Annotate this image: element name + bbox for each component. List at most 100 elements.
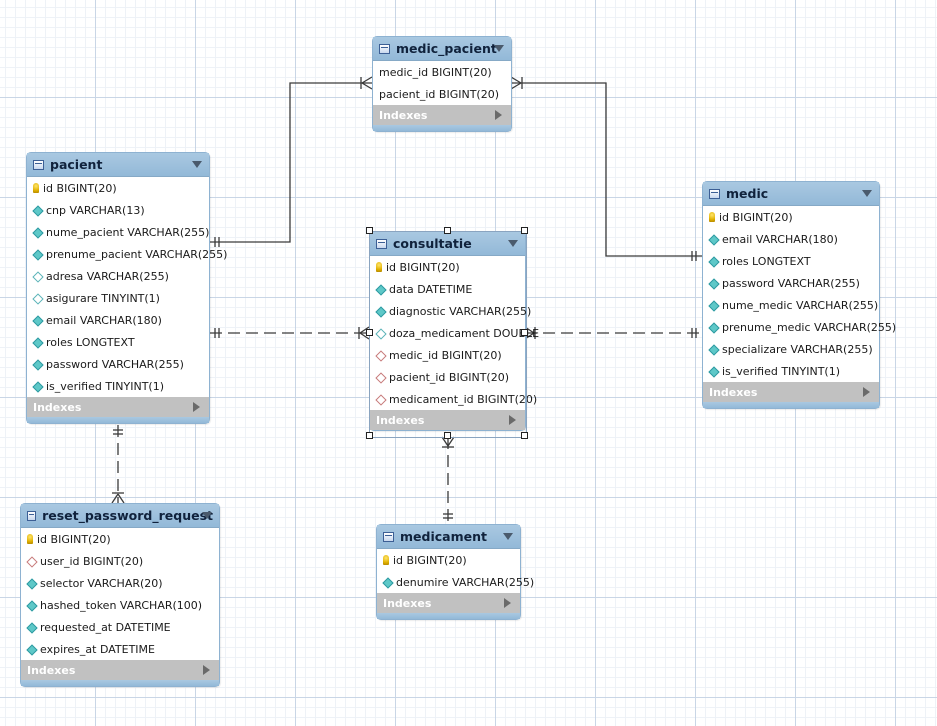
not-null-column-icon [709, 279, 718, 288]
resize-handle-left[interactable] [366, 329, 373, 336]
column-label: is_verified TINYINT(1) [46, 379, 165, 393]
not-null-column-icon [27, 645, 36, 654]
indexes-section[interactable]: Indexes [703, 382, 879, 402]
column-row[interactable]: expires_at DATETIME [21, 638, 219, 660]
column-row[interactable]: password VARCHAR(255) [703, 272, 879, 294]
primary-key-icon [709, 212, 715, 222]
column-row[interactable]: nume_medic VARCHAR(255) [703, 294, 879, 316]
column-row[interactable]: data DATETIME [370, 278, 525, 300]
relationship-pacient-reset-password-request[interactable] [111, 425, 125, 504]
column-label: expires_at DATETIME [40, 642, 155, 656]
column-row[interactable]: roles LONGTEXT [703, 250, 879, 272]
table-title: consultatie [393, 236, 472, 251]
column-row[interactable]: cnp VARCHAR(13) [27, 199, 209, 221]
collapse-arrow-icon[interactable] [202, 512, 212, 519]
resize-handle-top-left[interactable] [366, 227, 373, 234]
column-row[interactable]: pacient_id BIGINT(20) [373, 83, 511, 105]
not-null-column-icon [33, 316, 42, 325]
indexes-section[interactable]: Indexes [27, 397, 209, 417]
column-row[interactable]: specializare VARCHAR(255) [703, 338, 879, 360]
table-header[interactable]: medic_pacient [373, 37, 511, 61]
column-row[interactable]: medicament_id BIGINT(20) [370, 388, 537, 410]
column-row[interactable]: prenume_medic VARCHAR(255) [703, 316, 896, 338]
column-row[interactable]: password VARCHAR(255) [27, 353, 209, 375]
relationship-medicament-consultatie[interactable] [441, 436, 455, 524]
column-label: medicament_id BIGINT(20) [389, 392, 538, 406]
column-row[interactable]: diagnostic VARCHAR(255) [370, 300, 531, 322]
nullable-column-icon [33, 294, 42, 303]
column-row[interactable]: pacient_id BIGINT(20) [370, 366, 525, 388]
column-label: data DATETIME [389, 282, 473, 296]
table-medicament[interactable]: medicament id BIGINT(20) denumire VARCHA… [376, 524, 534, 620]
table-medic[interactable]: medic id BIGINT(20) email VARCHAR(180) r… [702, 181, 896, 409]
expand-arrow-icon[interactable] [504, 598, 511, 608]
collapse-arrow-icon[interactable] [508, 240, 518, 247]
expand-arrow-icon[interactable] [509, 415, 516, 425]
column-row[interactable]: id BIGINT(20) [703, 206, 879, 228]
column-row[interactable]: is_verified TINYINT(1) [27, 375, 209, 397]
column-row[interactable]: asigurare TINYINT(1) [27, 287, 209, 309]
table-header[interactable]: consultatie [370, 232, 525, 256]
column-row[interactable]: medic_id BIGINT(20) [373, 61, 511, 83]
indexes-section[interactable]: Indexes [370, 410, 525, 430]
relationship-pacient-consultatie[interactable] [210, 326, 370, 340]
collapse-arrow-icon[interactable] [192, 161, 202, 168]
resize-handle-bottom-right[interactable] [521, 432, 528, 439]
indexes-section[interactable]: Indexes [21, 660, 219, 680]
collapse-arrow-icon[interactable] [503, 533, 513, 540]
column-row[interactable]: doza_medicament DOUBLE [370, 322, 539, 344]
column-row[interactable]: id BIGINT(20) [21, 528, 219, 550]
column-row[interactable]: email VARCHAR(180) [27, 309, 209, 331]
relationship-pacient-medic-pacient[interactable] [210, 76, 373, 247]
indexes-section[interactable]: Indexes [377, 593, 520, 613]
table-header[interactable]: medicament [377, 525, 520, 549]
column-label: is_verified TINYINT(1) [722, 364, 841, 378]
table-reset-password-request[interactable]: reset_password_request id BIGINT(20) use… [20, 503, 220, 687]
primary-key-icon [33, 183, 39, 193]
expand-arrow-icon[interactable] [495, 110, 502, 120]
resize-handle-bottom[interactable] [444, 432, 451, 439]
column-row[interactable]: denumire VARCHAR(255) [377, 571, 534, 593]
column-row[interactable]: id BIGINT(20) [27, 177, 209, 199]
column-row[interactable]: selector VARCHAR(20) [21, 572, 219, 594]
table-pacient[interactable]: pacient id BIGINT(20) cnp VARCHAR(13) nu… [26, 152, 227, 424]
expand-arrow-icon[interactable] [193, 402, 200, 412]
collapse-arrow-icon[interactable] [862, 190, 872, 197]
column-row[interactable]: nume_pacient VARCHAR(255) [27, 221, 209, 243]
resize-handle-bottom-left[interactable] [366, 432, 373, 439]
column-row[interactable]: id BIGINT(20) [377, 549, 520, 571]
resize-handle-top[interactable] [444, 227, 451, 234]
column-row[interactable]: id BIGINT(20) [370, 256, 525, 278]
relationship-medic-consultatie[interactable] [524, 326, 702, 340]
column-row[interactable]: roles LONGTEXT [27, 331, 209, 353]
column-row[interactable]: is_verified TINYINT(1) [703, 360, 879, 382]
column-row[interactable]: medic_id BIGINT(20) [370, 344, 525, 366]
column-row[interactable]: email VARCHAR(180) [703, 228, 879, 250]
table-consultatie[interactable]: consultatie id BIGINT(20) data DATETIME … [369, 231, 539, 431]
column-label: email VARCHAR(180) [722, 232, 838, 246]
table-medic-pacient[interactable]: medic_pacient medic_id BIGINT(20) pacien… [372, 36, 512, 132]
column-label: requested_at DATETIME [40, 620, 171, 634]
expand-arrow-icon[interactable] [203, 665, 210, 675]
column-row[interactable]: user_id BIGINT(20) [21, 550, 219, 572]
column-row[interactable]: prenume_pacient VARCHAR(255) [27, 243, 227, 265]
relationship-medic-medic-pacient[interactable] [510, 76, 702, 261]
table-header[interactable]: medic [703, 182, 879, 206]
column-row[interactable]: requested_at DATETIME [21, 616, 219, 638]
column-row[interactable]: hashed_token VARCHAR(100) [21, 594, 219, 616]
indexes-label: Indexes [379, 108, 428, 122]
table-header[interactable]: reset_password_request [21, 504, 219, 528]
resize-handle-right[interactable] [521, 329, 528, 336]
indexes-section[interactable]: Indexes [373, 105, 511, 125]
column-label: id BIGINT(20) [37, 532, 111, 546]
table-footer [27, 417, 209, 423]
column-row[interactable]: adresa VARCHAR(255) [27, 265, 209, 287]
indexes-label: Indexes [376, 413, 425, 427]
expand-arrow-icon[interactable] [863, 387, 870, 397]
column-label: pacient_id BIGINT(20) [379, 87, 500, 101]
collapse-arrow-icon[interactable] [494, 45, 504, 52]
not-null-column-icon [376, 307, 385, 316]
table-header[interactable]: pacient [27, 153, 209, 177]
resize-handle-top-right[interactable] [521, 227, 528, 234]
